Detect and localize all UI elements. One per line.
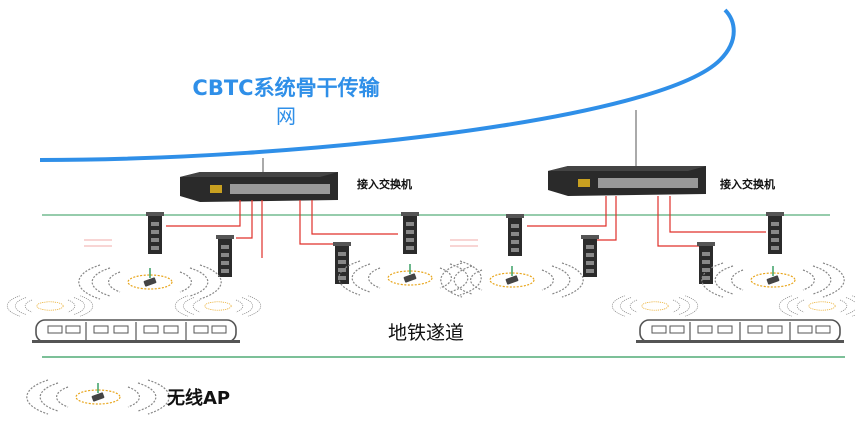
wireless-ap-4 (701, 262, 845, 298)
din-switch-3 (333, 242, 351, 284)
din-switch-7 (697, 242, 715, 284)
links-switch-2 (527, 196, 766, 247)
switch-label-1: 接入交换机 (357, 178, 412, 191)
wireless-ap-3 (440, 262, 584, 298)
legend-label: 无线AP (167, 388, 231, 409)
switch-label-2: 接入交换机 (720, 178, 775, 191)
backbone-curve (39, 8, 736, 162)
din-switch-4 (401, 212, 419, 254)
din-switch-5 (506, 214, 524, 256)
din-switch-6 (581, 235, 599, 277)
din-switch-1 (146, 212, 164, 254)
access-switch-1 (180, 172, 338, 202)
legend-wireless-ap-icon (26, 379, 170, 415)
links-switch-1 (166, 200, 398, 258)
backbone-label-line2: 网 (276, 104, 296, 128)
backbone-label: CBTC系统骨干传输 网 (166, 74, 406, 130)
backbone-label-line1: CBTC系统骨干传输 (192, 76, 380, 100)
din-switch-8 (766, 212, 784, 254)
access-switch-2 (548, 166, 706, 196)
wireless-ap-2 (338, 260, 482, 296)
tunnel-label: 地铁遂道 (388, 322, 465, 344)
wireless-ap-1 (78, 264, 222, 300)
train-2 (611, 295, 855, 344)
train-1 (6, 295, 262, 344)
din-switch-2 (216, 235, 234, 277)
